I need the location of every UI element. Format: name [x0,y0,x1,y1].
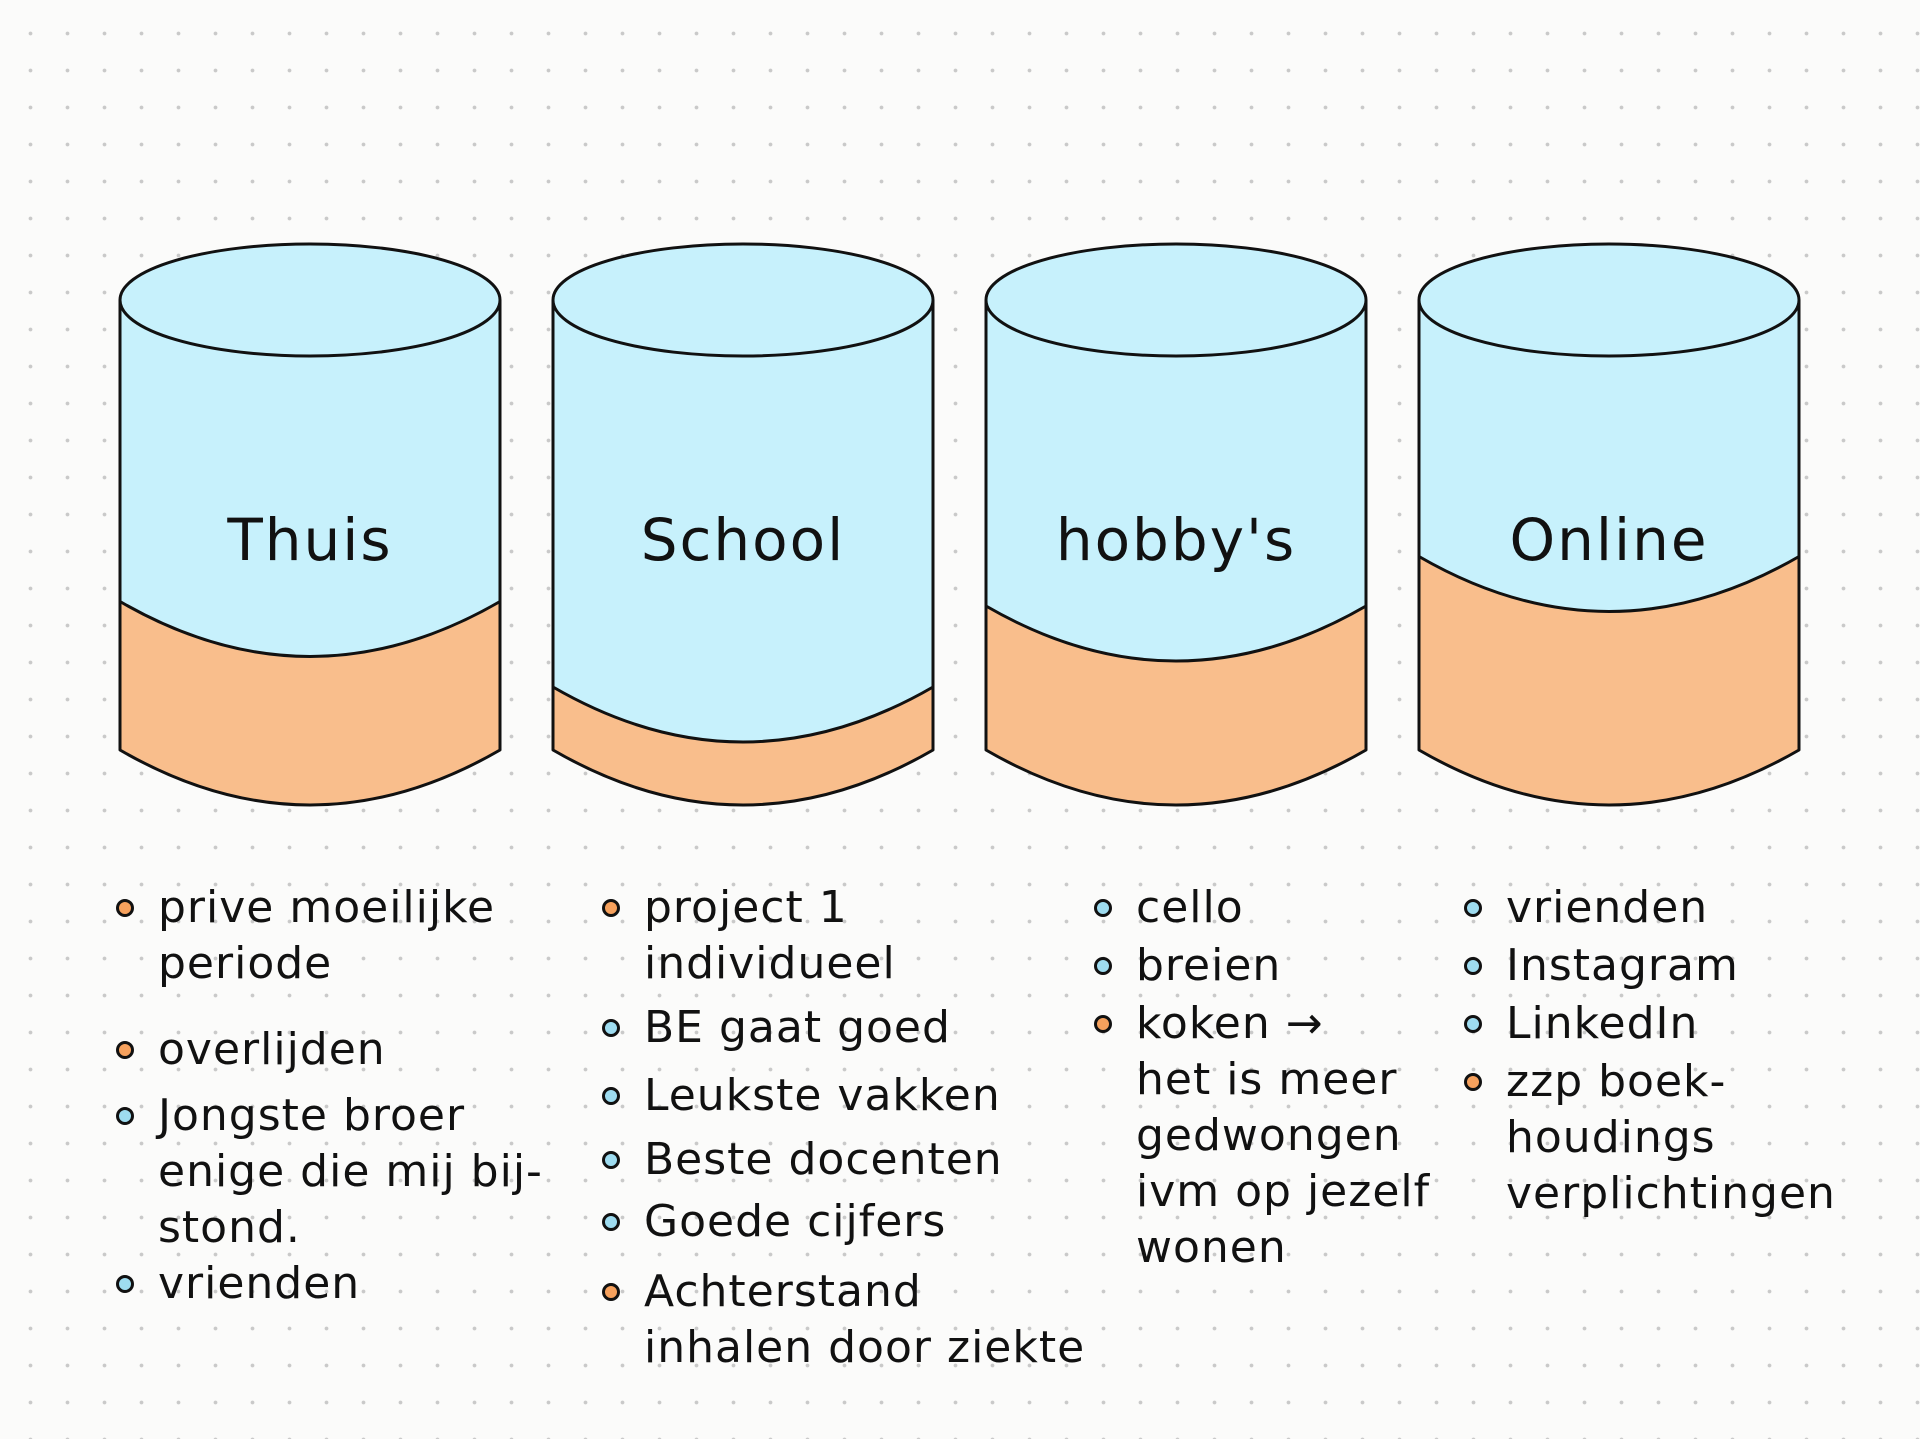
cylinder-top [118,242,502,358]
blue-bullet-icon [602,1087,620,1105]
list-item-text: vrienden [1506,882,1709,933]
list-item-text: koken → het is meer gedwongen ivm op jez… [1136,998,1431,1273]
cylinder-label-school: School [641,506,846,574]
fill-level-line [119,600,501,658]
blue-bullet-icon [602,1213,620,1231]
cylinder-outline [984,300,1368,807]
cylinder-label-online: Online [1509,506,1708,574]
cylinder-top [551,242,935,358]
list-item: Achterstand inhalen door ziekte [598,1264,1118,1376]
cylinder-top [984,242,1368,358]
blue-bullet-icon [602,1019,620,1037]
cylinder-label-thuis: Thuis [226,506,392,574]
list-item-text: overlijden [158,1024,386,1075]
cylinder-thuis: Thuis [118,242,502,807]
orange-bullet-icon [1094,1015,1112,1033]
cylinder-top [1417,242,1801,358]
cylinder-bottom-fill [986,606,1366,805]
list-item-text: Goede cijfers [644,1196,947,1247]
cylinder-outline [1417,300,1801,807]
blue-bullet-icon [116,1107,134,1125]
list-item-text: prive moeilijke periode [158,882,496,989]
list-item-text: BE gaat goed [644,1002,951,1053]
fill-level-line [552,685,934,744]
orange-bullet-icon [602,1283,620,1301]
blue-bullet-icon [1464,899,1482,917]
blue-bullet-icon [1094,957,1112,975]
blue-bullet-icon [1464,957,1482,975]
list-item-text: Leukste vakken [644,1070,1001,1121]
list-item: breien [1090,938,1470,994]
list-item: BE gaat goed [598,1000,1118,1056]
orange-bullet-icon [1464,1073,1482,1091]
cylinder-label-hobbys: hobby's [1056,506,1296,574]
orange-bullet-icon [116,1041,134,1059]
list-item: Goede cijfers [598,1194,1118,1250]
list-item-text: Achterstand inhalen door ziekte [644,1266,1086,1373]
orange-bullet-icon [116,899,134,917]
cylinder-bottom-fill [120,601,500,805]
cylinders-group: Thuis School hobby's Online [118,242,1801,807]
hobbys-notes: cello breien koken → het is meer gedwongen… [1090,880,1470,1276]
list-item: koken → het is meer gedwongen ivm op jez… [1090,996,1470,1276]
blue-bullet-icon [116,1275,134,1293]
list-item-text: breien [1136,940,1282,991]
list-item: zzp boek- houdings verplichtingen [1460,1054,1910,1222]
blue-bullet-icon [1464,1015,1482,1033]
list-item: vrienden [112,1256,582,1312]
list-item: vrienden [1460,880,1910,936]
cylinder-school: School [551,242,935,807]
list-item-text: Jongste broer enige die mij bij- stond. [158,1090,543,1253]
cylinder-bottom-fill [553,687,933,805]
list-item-text: LinkedIn [1506,998,1699,1049]
list-item-text: Beste docenten [644,1134,1003,1185]
cylinder-online: Online [1417,242,1801,807]
list-item-text: cello [1136,882,1244,933]
list-item-text: zzp boek- houdings verplichtingen [1506,1056,1836,1219]
cylinder-hobbys: hobby's [984,242,1368,807]
list-item: Instagram [1460,938,1910,994]
orange-bullet-icon [602,899,620,917]
list-item-text: project 1 individueel [644,882,896,989]
cylinder-body [553,300,933,805]
list-item: Beste docenten [598,1132,1118,1188]
list-item: Leukste vakken [598,1068,1118,1124]
list-item: prive moeilijke periode [112,880,582,992]
fill-level-line [985,604,1367,663]
list-item-text: Instagram [1506,940,1739,991]
blue-bullet-icon [602,1151,620,1169]
list-item: overlijden [112,1022,582,1078]
list-item: Jongste broer enige die mij bij- stond. [112,1088,582,1256]
list-item: cello [1090,880,1470,936]
blue-bullet-icon [1094,899,1112,917]
list-item: LinkedIn [1460,996,1910,1052]
cylinder-bottom-fill [1419,556,1799,805]
list-item-text: vrienden [158,1258,361,1309]
cylinder-outline [551,300,935,807]
list-item: project 1 individueel [598,880,1118,992]
fill-level-line [1418,555,1800,613]
cylinder-outline [118,300,502,807]
